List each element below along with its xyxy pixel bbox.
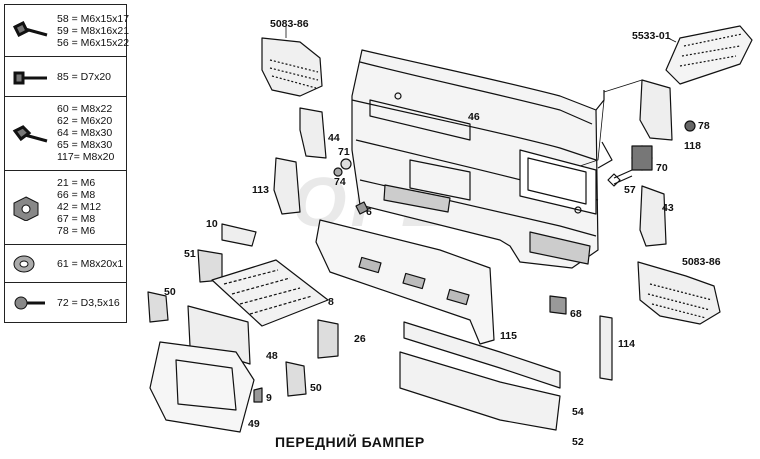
part-label: 118 — [684, 140, 701, 152]
legend-line: 67 = M8 — [57, 213, 96, 225]
long-bolt-icon — [12, 20, 48, 38]
part-label: 48 — [266, 350, 278, 362]
screw-icon — [14, 296, 45, 310]
legend-line: 61 = M8x20x1 — [57, 258, 124, 270]
legend-lines: 58 = M6x15x17 59 = M8x16x21 56 = M6x15x2… — [57, 13, 129, 49]
plate-frame-49 — [149, 341, 255, 433]
light-5533-01 — [665, 25, 753, 85]
bracket-44 — [299, 107, 327, 159]
part-label: 49 — [248, 418, 260, 430]
legend-line: 56 = M6x15x22 — [57, 37, 130, 49]
legend-lines: 72 = D3,5x16 — [57, 297, 120, 309]
legend-lines: 21 = M6 66 = M8 42 = M12 67 = M8 78 = M6 — [57, 177, 101, 237]
hex-bolt-icon — [12, 125, 48, 143]
part-6 — [355, 201, 369, 215]
bolt-57 — [607, 169, 633, 187]
legend-line: 64 = M8x30 — [57, 127, 113, 139]
legend-line: 21 = M6 — [57, 177, 96, 189]
legend-line: 72 = D3,5x16 — [57, 297, 120, 309]
legend-line: 59 = M8x16x21 — [57, 25, 130, 37]
part-label: 43 — [662, 202, 674, 214]
legend-lines: 61 = M8x20x1 — [57, 258, 123, 270]
part-label: 46 — [468, 111, 480, 123]
part-label: 54 — [572, 406, 584, 418]
nut-78 — [684, 120, 696, 132]
part-label: 26 — [354, 333, 366, 345]
legend-cell: 85 = D7x20 — [5, 57, 126, 97]
legend-line: 60 = M8x22 — [57, 103, 113, 115]
strip-54 — [403, 321, 561, 389]
legend-cell: 60 = M8x22 62 = M6x20 64 = M8x30 65 = M8… — [5, 97, 126, 171]
part-label: 5083-86 — [270, 18, 309, 30]
legend-line: 58 = M6x15x17 — [57, 13, 130, 25]
bracket-118 — [639, 79, 673, 141]
legend-line: 42 = M12 — [57, 201, 102, 213]
hinge-50-lower — [285, 361, 307, 397]
clip-9 — [253, 387, 263, 403]
legend-cell: 58 = M6x15x17 59 = M8x16x21 56 = M6x15x2… — [5, 5, 129, 57]
bracket-114 — [599, 315, 613, 381]
part-label: 51 — [184, 248, 196, 260]
part-71 — [340, 158, 352, 170]
mount-70 — [631, 145, 653, 171]
part-label: 74 — [334, 176, 346, 188]
hex-nut-icon — [13, 196, 39, 221]
part-label: 10 — [206, 218, 218, 230]
part-label: 8 — [328, 296, 334, 308]
legend-lines: 60 = M8x22 62 = M6x20 64 = M8x30 65 = M8… — [57, 103, 114, 163]
part-label: 6 — [366, 206, 372, 218]
part-label: 5083-86 — [682, 256, 721, 268]
grid-panel-8 — [211, 259, 329, 327]
part-label: 115 — [500, 330, 517, 342]
legend-line: 66 = M8 — [57, 189, 96, 201]
part-label: 5533-01 — [632, 30, 671, 42]
part-label: 68 — [570, 308, 582, 320]
bumper-main-46 — [351, 49, 613, 269]
legend-cell: 61 = M8x20x1 — [5, 245, 126, 283]
part-label: 71 — [338, 146, 350, 158]
light-5083-86-left — [261, 37, 323, 97]
legend-line: 117= M8x20 — [57, 151, 115, 163]
part-label: 9 — [266, 392, 272, 404]
part-label: 57 — [624, 184, 636, 196]
legend-line: 85 = D7x20 — [57, 71, 111, 83]
part-label: 78 — [698, 120, 710, 132]
part-label: 113 — [252, 184, 269, 196]
light-5083-86-right — [637, 261, 721, 325]
clip-68 — [549, 295, 567, 315]
legend-line: 78 = M6 — [57, 225, 96, 237]
hinge-50-upper — [147, 291, 169, 323]
part-label: 52 — [572, 436, 584, 448]
part-label: 50 — [164, 286, 176, 298]
bolt-icon — [13, 71, 47, 85]
fastener-legend: 58 = M6x15x17 59 = M8x16x21 56 = M6x15x2… — [4, 4, 129, 324]
legend-line: 62 = M6x20 — [57, 115, 113, 127]
part-label: 50 — [310, 382, 322, 394]
part-74 — [333, 167, 343, 177]
legend-lines: 85 = D7x20 — [57, 71, 111, 83]
part-label: 70 — [656, 162, 668, 174]
bracket-10 — [221, 223, 257, 247]
hinge-26 — [317, 319, 339, 359]
legend-cell: 21 = M6 66 = M8 42 = M12 67 = M8 78 = M6 — [5, 171, 126, 245]
hinge-51 — [197, 249, 223, 283]
part-label: 114 — [618, 338, 635, 350]
bracket-43 — [639, 185, 667, 247]
part-label: 44 — [328, 132, 340, 144]
washer-icon — [13, 255, 35, 273]
bracket-113 — [273, 157, 301, 215]
legend-cell: 72 = D3,5x16 — [5, 283, 126, 324]
diagram-title: ПЕРЕДНИЙ БАМПЕР — [275, 434, 425, 450]
strip-52 — [399, 351, 561, 431]
legend-line: 65 = M8x30 — [57, 139, 113, 151]
